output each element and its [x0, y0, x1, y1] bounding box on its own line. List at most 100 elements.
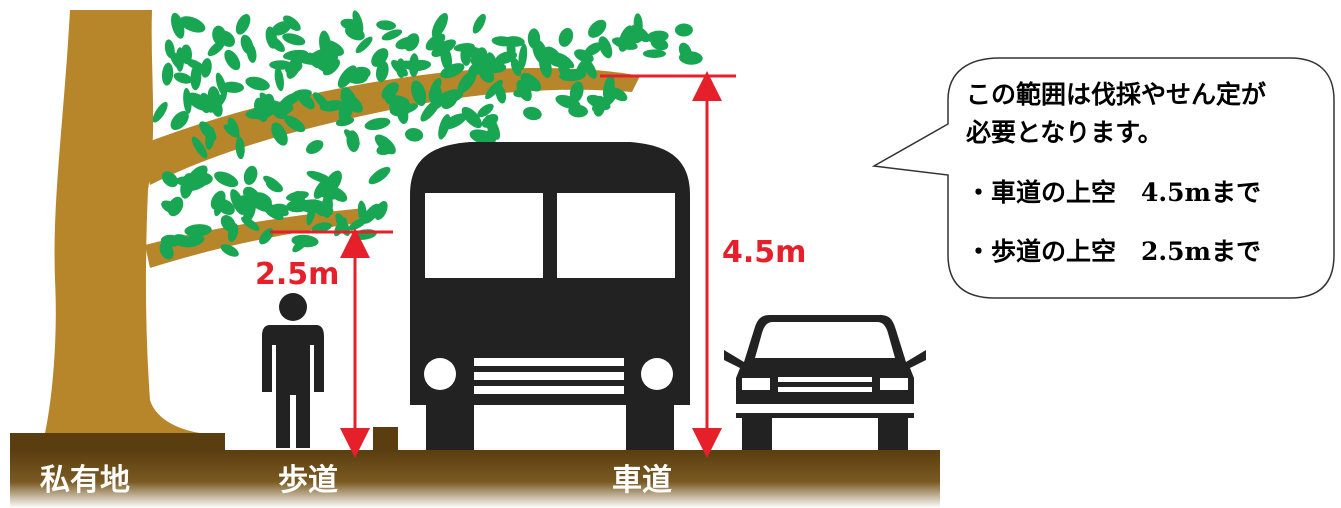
- leaf: [569, 81, 584, 103]
- car-grille-bar: [778, 377, 872, 382]
- leaf: [374, 200, 388, 221]
- foliage: [152, 10, 703, 260]
- leaf: [678, 42, 692, 61]
- leaf: [440, 63, 465, 79]
- leaf: [539, 54, 552, 78]
- leaf: [170, 51, 184, 70]
- leaf: [235, 136, 245, 160]
- leaf: [608, 87, 628, 102]
- leaf: [477, 103, 494, 118]
- car-right-headlight: [880, 378, 908, 390]
- ground-strip: [10, 450, 940, 508]
- sidewalk-height-label: 2.5m: [255, 257, 339, 292]
- leaf: [348, 217, 367, 231]
- leaf: [306, 140, 324, 154]
- leaf: [245, 108, 274, 120]
- leaf: [408, 53, 420, 78]
- bus-right-headlight: [641, 358, 673, 390]
- leaf: [248, 194, 274, 212]
- leaf: [381, 29, 403, 41]
- leaf: [352, 229, 377, 240]
- car-right-wheel: [878, 418, 908, 450]
- leaf: [283, 115, 306, 133]
- leaf: [575, 59, 589, 78]
- leaf: [186, 178, 208, 191]
- leaf: [186, 92, 211, 111]
- leaf: [306, 170, 332, 184]
- leaf: [173, 72, 193, 84]
- bus-icon: [410, 142, 690, 450]
- leaf: [328, 186, 348, 202]
- leaf: [242, 203, 256, 224]
- bus-grille-bar: [474, 386, 624, 394]
- leaf: [200, 58, 212, 78]
- leaf: [646, 30, 669, 43]
- leaf: [322, 58, 341, 76]
- leaf: [598, 36, 613, 59]
- person-body: [262, 325, 324, 448]
- leaf: [224, 49, 241, 71]
- leaf: [355, 36, 373, 54]
- leaf: [495, 84, 507, 104]
- leaf: [297, 91, 315, 110]
- car-grille-bar: [778, 387, 872, 392]
- bus-grille-bar: [474, 358, 624, 366]
- leaf: [167, 196, 184, 217]
- leaf: [558, 27, 574, 47]
- person-icon: [262, 293, 324, 448]
- leaf: [518, 43, 528, 71]
- leaf: [344, 129, 360, 146]
- leaf: [161, 62, 174, 86]
- leaf: [481, 114, 499, 128]
- leaf: [319, 100, 345, 112]
- car-bumper: [732, 404, 918, 413]
- leaf: [214, 171, 239, 188]
- leaf: [425, 33, 446, 51]
- leaf: [274, 66, 284, 92]
- person-head: [279, 293, 307, 321]
- leaf: [352, 10, 364, 34]
- leaf: [368, 166, 391, 185]
- leaf: [283, 15, 301, 31]
- leaf: [221, 81, 244, 93]
- curb-post: [373, 427, 398, 451]
- leaf: [259, 228, 274, 245]
- leaf: [186, 165, 208, 187]
- leaf: [152, 101, 168, 123]
- leaf: [346, 70, 369, 84]
- leaf: [591, 94, 616, 112]
- leaf: [190, 226, 204, 245]
- leaf: [405, 128, 424, 142]
- leaf: [457, 70, 477, 94]
- leaf: [311, 222, 333, 233]
- sidewalk-label: 歩道: [278, 463, 338, 498]
- leaf: [235, 13, 251, 35]
- leaf: [389, 105, 410, 117]
- leaf: [431, 12, 449, 39]
- leaf: [205, 126, 216, 150]
- leaf: [618, 25, 634, 52]
- leaf: [523, 106, 542, 121]
- leaf: [313, 203, 334, 217]
- leaf: [246, 43, 257, 63]
- leaf: [267, 203, 289, 218]
- private-land-label: 私有地: [40, 463, 130, 498]
- leaf: [272, 103, 294, 116]
- car-icon: [724, 315, 926, 450]
- leaf: [338, 100, 354, 123]
- leaf: [223, 124, 240, 138]
- bus-left-wheel: [426, 405, 474, 450]
- leaf: [376, 143, 395, 156]
- leaf: [243, 165, 258, 185]
- leaf: [504, 36, 525, 47]
- car-windshield: [755, 322, 895, 358]
- tree-icon: [45, 10, 703, 433]
- leaf: [183, 87, 192, 114]
- leaf: [630, 25, 650, 43]
- leaf: [584, 42, 603, 56]
- leaf: [480, 61, 507, 74]
- callout-line-3: ・車道の上空 4.5mまで: [966, 178, 1261, 207]
- leaf: [430, 77, 442, 96]
- bus-grille-bar: [474, 372, 624, 380]
